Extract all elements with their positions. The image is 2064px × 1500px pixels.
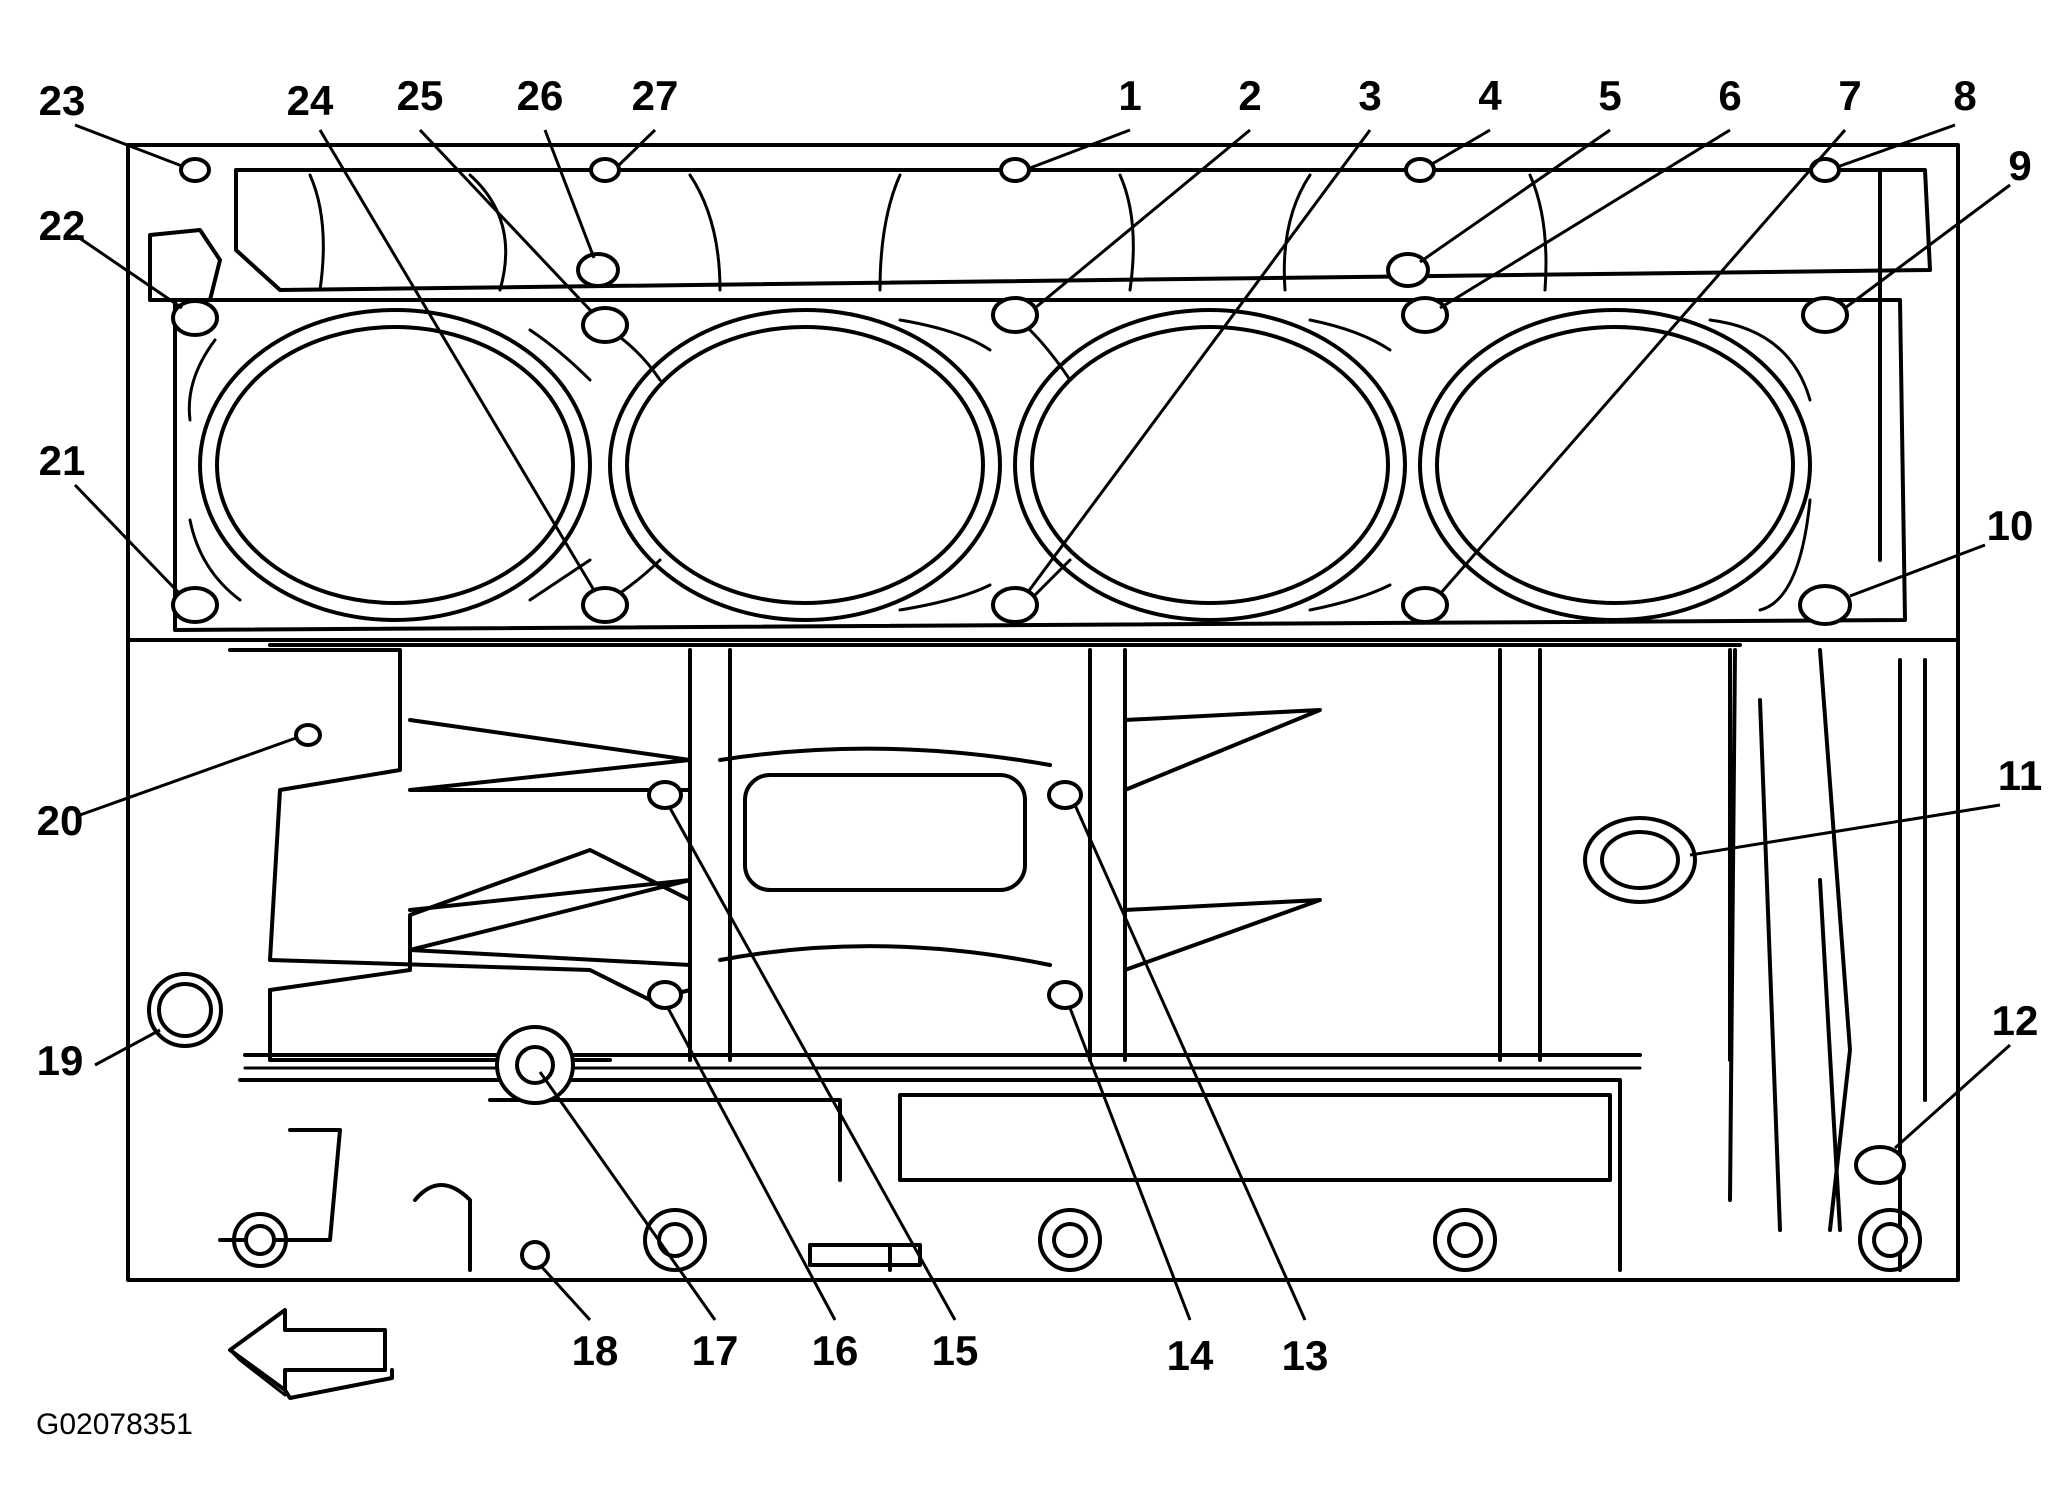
callout-8: 8: [1953, 72, 1976, 119]
callout-21: 21: [39, 437, 86, 484]
callout-22: 22: [39, 202, 86, 249]
figure-id: G02078351: [36, 1408, 193, 1441]
block-outline: [126, 143, 1960, 1282]
cylinder-bore-2: [608, 308, 1002, 622]
cylinder-bore-3: [1013, 308, 1407, 622]
callout-9: 9: [2008, 142, 2031, 189]
callout-25: 25: [397, 72, 444, 119]
callout-7: 7: [1838, 72, 1861, 119]
cylinder-bore-1: [198, 308, 592, 622]
callout-19: 19: [37, 1037, 84, 1084]
callout-11: 11: [1998, 752, 2042, 799]
callout-labels: 1 2 3 4 5 6 7 8 9 10 11 12 13 14 15 16 1…: [37, 72, 2043, 1379]
callout-18: 18: [572, 1327, 619, 1374]
callout-1: 1: [1118, 72, 1141, 119]
cylinder-bore-4: [1418, 308, 1812, 622]
callout-27: 27: [632, 72, 679, 119]
crankcase: [218, 648, 1922, 1272]
bolt-holes: [147, 157, 1906, 1270]
callout-14: 14: [1167, 1332, 1214, 1379]
callout-24: 24: [287, 77, 334, 124]
callout-15: 15: [932, 1327, 979, 1374]
left-arrow-icon: [228, 1308, 394, 1400]
callout-13: 13: [1282, 1332, 1329, 1379]
callout-26: 26: [517, 72, 564, 119]
cylinder-bores: [198, 308, 1812, 622]
callout-4: 4: [1478, 72, 1502, 119]
callout-12: 12: [1992, 997, 2039, 1044]
callout-6: 6: [1718, 72, 1741, 119]
callout-5: 5: [1598, 72, 1621, 119]
callout-23: 23: [39, 77, 86, 124]
callout-20: 20: [37, 797, 84, 844]
leader-lines: [73, 123, 2012, 1322]
callout-3: 3: [1358, 72, 1381, 119]
callout-2: 2: [1238, 72, 1261, 119]
callout-17: 17: [692, 1327, 739, 1374]
callout-16: 16: [812, 1327, 859, 1374]
callout-10: 10: [1987, 502, 2034, 549]
